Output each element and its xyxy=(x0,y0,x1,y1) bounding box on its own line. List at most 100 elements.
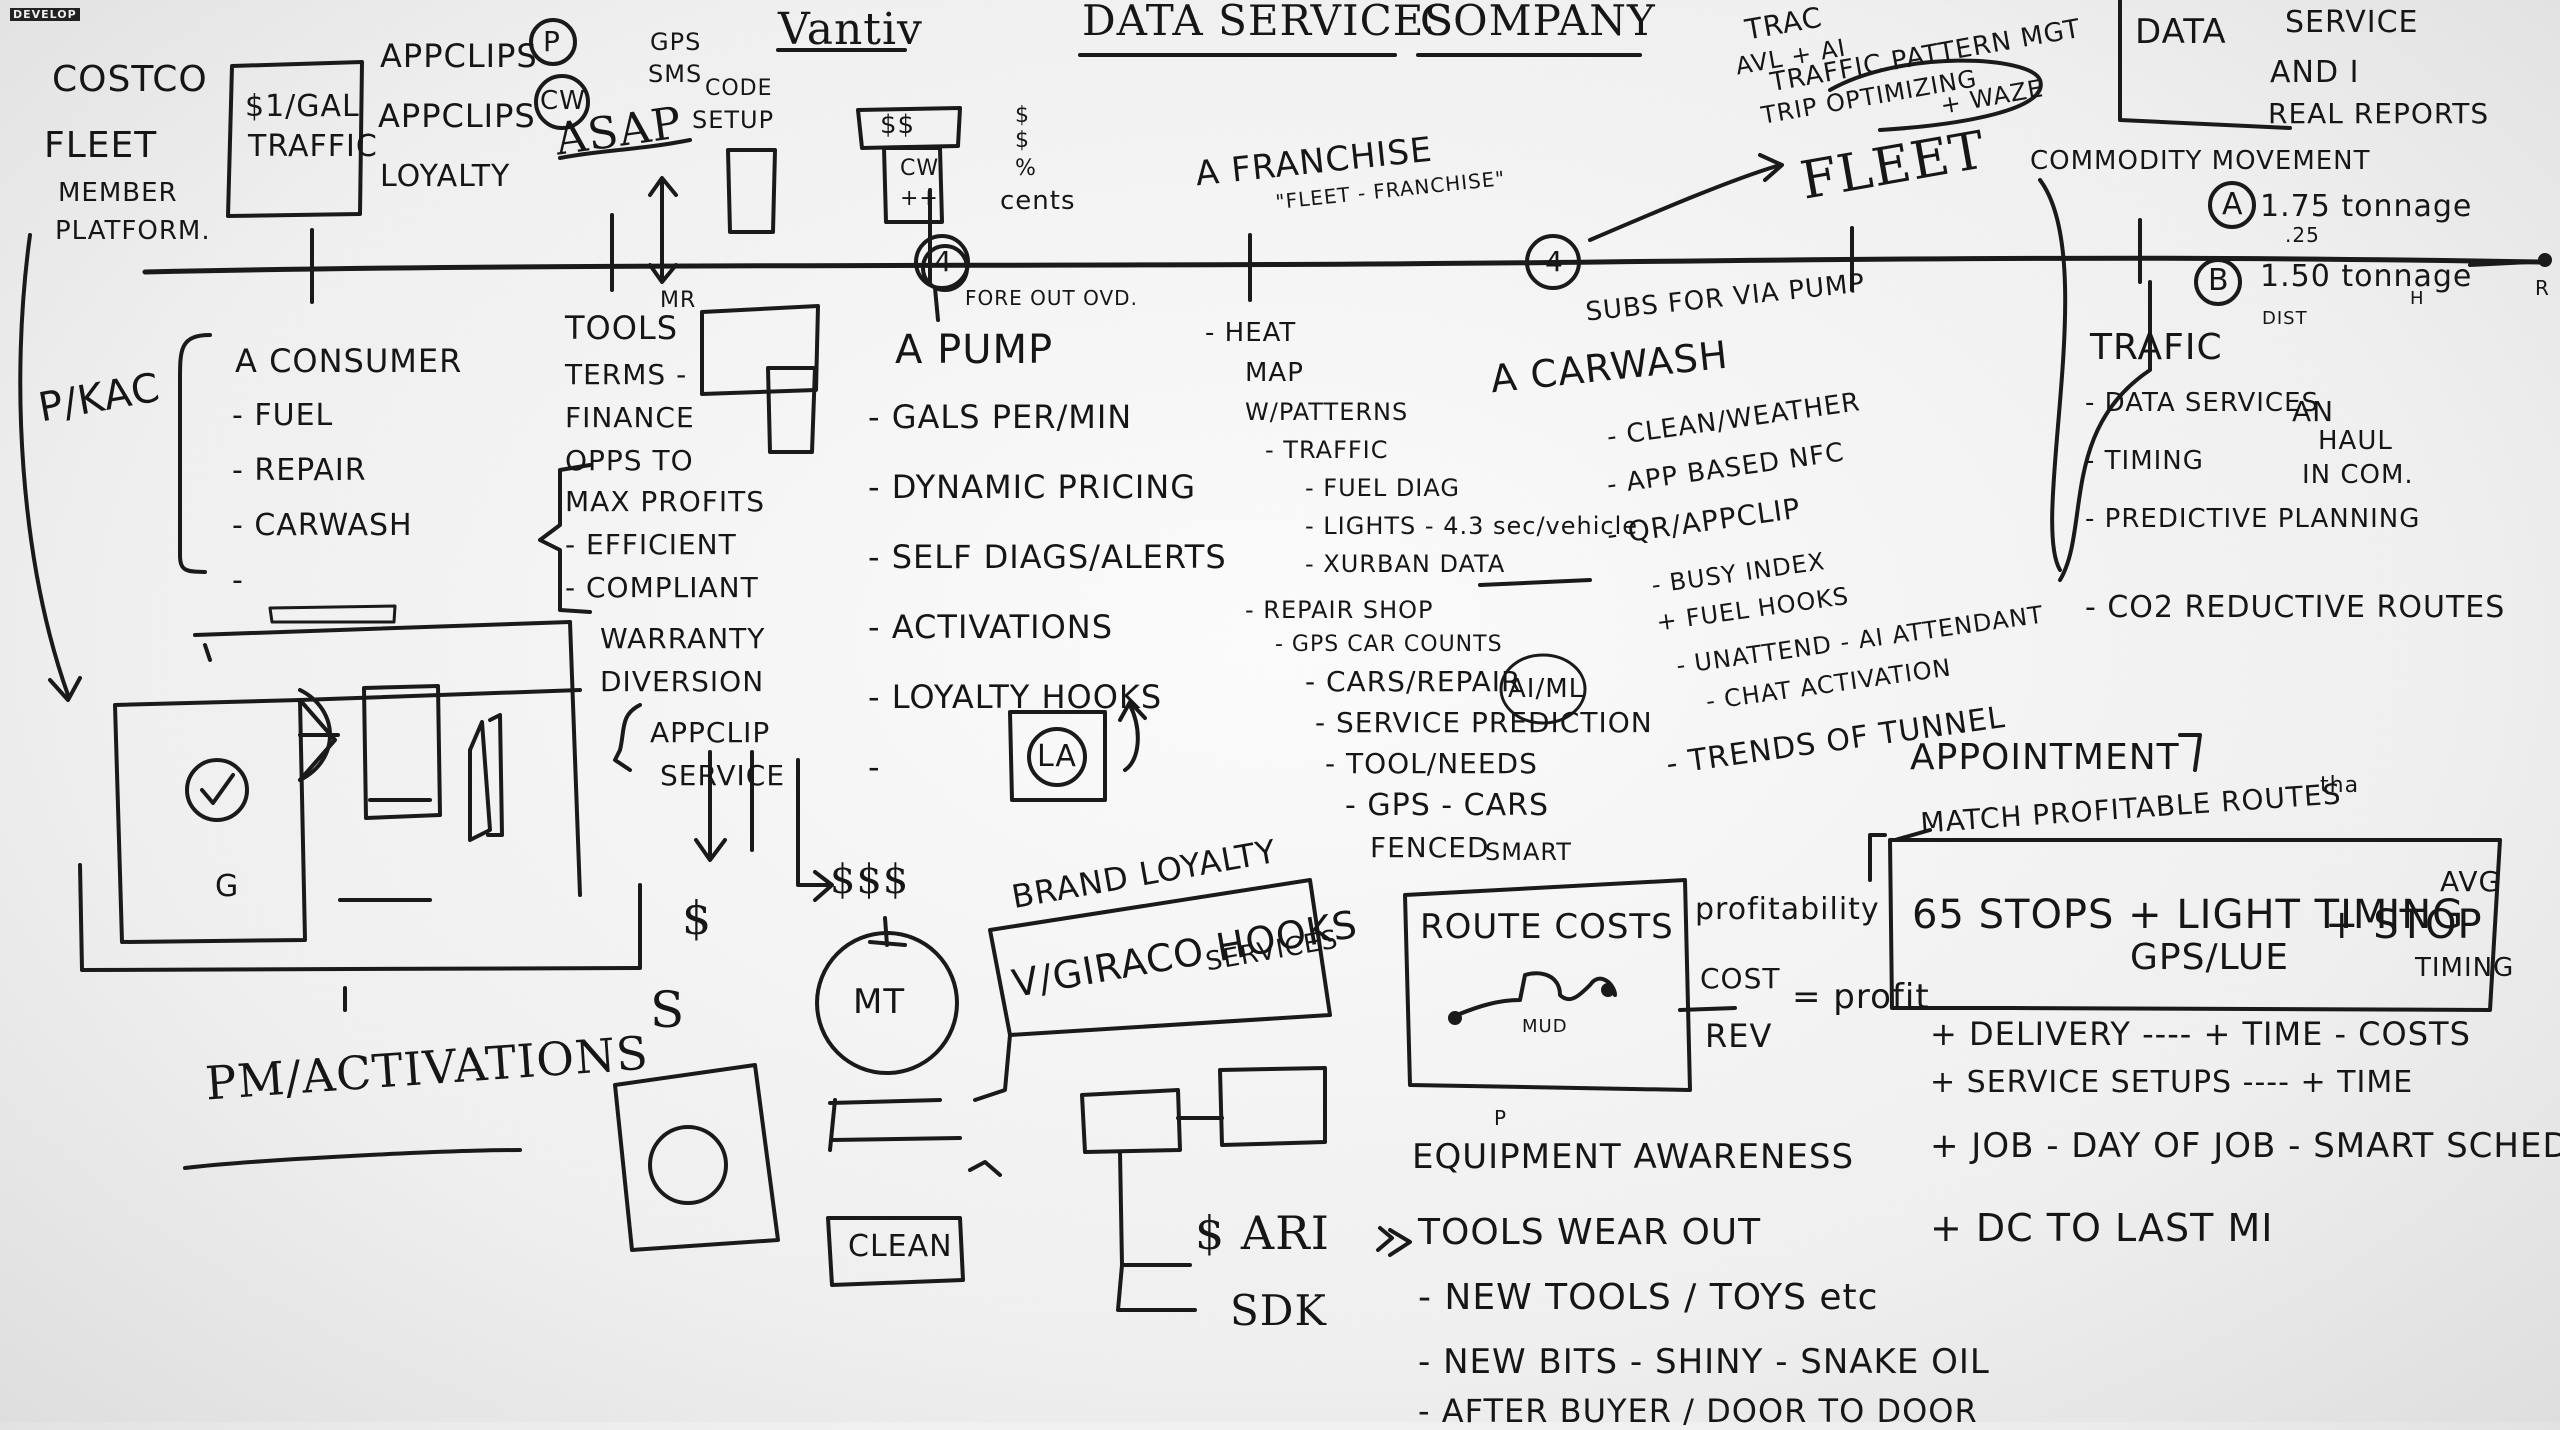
ticket-box-plus: ++ xyxy=(900,186,939,211)
ticket-item-2: $ xyxy=(1015,128,1030,153)
cost-label: COST xyxy=(1700,962,1781,995)
box-stops: 65 STOPS + LIGHT TIMING xyxy=(1912,892,2465,938)
consumer-list: - FUEL - REPAIR - CARWASH - xyxy=(232,398,413,598)
tools-list: TERMS - FINANCE OPPS TO MAX PROFITS - EF… xyxy=(565,358,785,792)
heatmap-item: - XURBAN DATA xyxy=(1305,550,1506,578)
header-vantiv: Vantiv xyxy=(778,4,923,55)
data-title: DATA xyxy=(2135,12,2227,52)
ticket-box-cw: CW xyxy=(900,156,940,181)
traffic-aside-1: AN xyxy=(2292,395,2335,428)
gps-label: GPS xyxy=(650,28,702,56)
r-label: R xyxy=(2535,276,2550,300)
consumer-item: - CARWASH xyxy=(232,508,413,543)
aiml-label: AI/ML xyxy=(1508,674,1585,704)
pump-item: - LOYALTY HOOKS xyxy=(868,678,1163,716)
b-text: 1.50 tonnage xyxy=(2260,259,2473,294)
dollars-sign: $$$ xyxy=(830,857,910,903)
box-stop: + STOP xyxy=(2325,902,2483,948)
heatmap-item: - GPS CAR COUNTS xyxy=(1275,632,1503,657)
appointment-item: + DELIVERY ---- + TIME - COSTS xyxy=(1930,1015,2471,1053)
tools-item: TERMS - xyxy=(565,358,688,391)
pump-item: - SELF DIAGS/ALERTS xyxy=(868,538,1227,576)
a-text: 1.75 tonnage xyxy=(2260,189,2473,224)
consumer-item: - FUEL xyxy=(232,398,334,433)
circle-cw-label: CW xyxy=(540,86,586,116)
traffic-aside-2: HAUL xyxy=(2318,426,2393,456)
corner-label: DEVELOP xyxy=(10,8,80,21)
clean-label: CLEAN xyxy=(848,1229,953,1264)
mt-label: MT xyxy=(853,982,906,1022)
pump-title: A PUMP xyxy=(895,327,1054,373)
b-label: B xyxy=(2208,263,2230,298)
circle-4b-label: 4 xyxy=(1545,245,1564,278)
data-item-service: SERVICE xyxy=(2285,5,2419,40)
gal-box-line2: TRAFFIC xyxy=(248,129,378,164)
heatmap-item: W/PATTERNS xyxy=(1245,398,1409,426)
traffic-item: - CO2 REDUCTIVE ROUTES xyxy=(2085,590,2506,625)
data-item-reports: REAL REPORTS xyxy=(2268,97,2490,130)
loyalty-label: LOYALTY xyxy=(380,159,511,194)
tools-item: - EFFICIENT xyxy=(565,528,737,561)
pump-item: - ACTIVATIONS xyxy=(868,608,1114,646)
traffic-aside-3: IN COM. xyxy=(2302,460,2414,490)
consumer-item: - xyxy=(232,563,244,598)
code-label: CODE xyxy=(705,76,773,101)
traffic-item: - DATA SERVICES xyxy=(2085,388,2320,418)
heatmap-item: - SERVICE PREDICTION xyxy=(1315,706,1653,739)
route-costs: ROUTE COSTS xyxy=(1420,907,1674,947)
tools-item: WARRANTY xyxy=(600,622,766,655)
appointment-item: + JOB - DAY OF JOB - SMART SCHED xyxy=(1930,1126,2560,1166)
box-gps: GPS/LUE xyxy=(2130,937,2289,978)
tools-item: APPCLIP xyxy=(650,716,771,749)
header-subtitle: COMPANY xyxy=(1420,0,1656,45)
equipment-title: EQUIPMENT AWARENESS xyxy=(1412,1137,1855,1177)
equipment-list: TOOLS WEAR OUT - NEW TOOLS / TOYS etc - … xyxy=(1418,1212,1990,1430)
tools-item: SERVICE xyxy=(660,759,786,792)
profitability-label: profitability xyxy=(1695,892,1880,927)
s-letter: S xyxy=(650,981,686,1039)
a-label: A xyxy=(2222,187,2244,222)
tools-item: DIVERSION xyxy=(600,665,765,698)
consumer-item: - REPAIR xyxy=(232,453,367,488)
equipment-item: TOOLS WEAR OUT xyxy=(1418,1212,1762,1253)
a-sub: .25 xyxy=(2285,223,2320,247)
tools-item: MAX PROFITS xyxy=(565,485,766,518)
traffic-item: - TIMING xyxy=(2085,446,2204,476)
equipment-item: - NEW BITS - SHINY - SNAKE OIL xyxy=(1418,1342,1990,1382)
equipment-item: - NEW TOOLS / TOYS etc xyxy=(1418,1277,1879,1318)
setup-label: SETUP xyxy=(692,106,775,134)
applics-2: APPCLIPS xyxy=(378,97,536,135)
data-item-and: AND I xyxy=(2270,55,2360,90)
appointment-list: + DELIVERY ---- + TIME - COSTS + SERVICE… xyxy=(1930,1015,2560,1250)
box-avg: AVG xyxy=(2440,865,2502,898)
appointment-title: APPOINTMENT xyxy=(1910,737,2180,778)
tools-title: TOOLS xyxy=(565,309,679,347)
heatmap-item: MAP xyxy=(1245,358,1304,388)
applics-1: APPCLIPS xyxy=(380,37,538,75)
pump-list: - GALS PER/MIN - DYNAMIC PRICING - SELF … xyxy=(868,398,1227,786)
member-label: MEMBER xyxy=(58,178,178,208)
commodity-label: COMMODITY MOVEMENT xyxy=(2030,146,2371,176)
heatmap-list: - HEAT MAP W/PATTERNS - TRAFFIC - FUEL D… xyxy=(1205,318,1653,864)
tools-item: FINANCE xyxy=(565,401,695,434)
tools-mr: MR xyxy=(660,288,697,313)
pump-item: - GALS PER/MIN xyxy=(868,398,1133,436)
mud-label: MUD xyxy=(1522,1016,1568,1037)
circle-p-label: P xyxy=(543,25,561,58)
tools-item: - COMPLIANT xyxy=(565,571,759,604)
heatmap-item: - TRAFFIC xyxy=(1265,436,1389,464)
heatmap-item: - TOOL/NEEDS xyxy=(1325,747,1538,780)
heatmap-item: FENCED xyxy=(1370,831,1490,864)
ticket-item-cents: cents xyxy=(1000,186,1076,216)
pump-item: - xyxy=(868,748,881,786)
equipment-item: - AFTER BUYER / DOOR TO DOOR xyxy=(1418,1392,1978,1430)
appointment-item: + SERVICE SETUPS ---- + TIME xyxy=(1930,1065,2414,1100)
traffic-title: TRAFIC xyxy=(2090,327,2223,368)
g-letter: G xyxy=(215,869,240,904)
consumer-title: A CONSUMER xyxy=(235,342,463,380)
traffic-item: - PREDICTIVE PLANNING xyxy=(2085,504,2421,534)
pump-item: - DYNAMIC PRICING xyxy=(868,468,1197,506)
equipment-p: P xyxy=(1494,1106,1508,1130)
fleet-label: FLEET xyxy=(44,125,158,166)
